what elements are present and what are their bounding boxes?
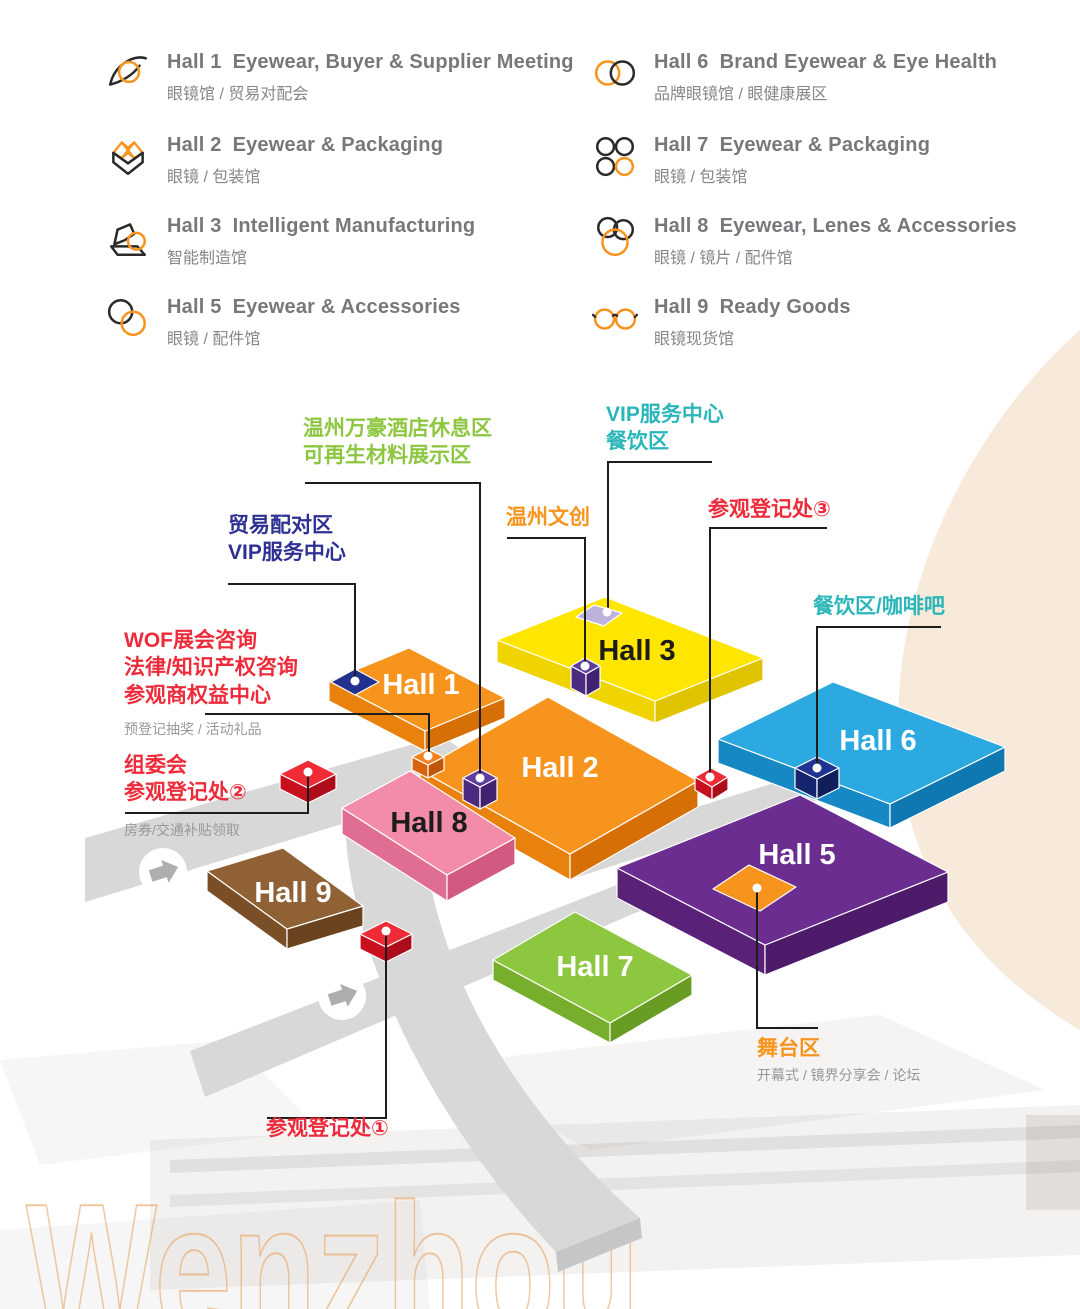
road-end-cap xyxy=(556,1218,642,1272)
hall-3-label: Hall 3 xyxy=(598,635,675,667)
leader-marriott xyxy=(305,482,481,776)
background-photo xyxy=(0,1015,1080,1309)
callout-sub-label: 房券/交通补贴领取 xyxy=(124,821,240,838)
callout-vip-service-catering: VIP服务中心 餐饮区 xyxy=(606,403,724,454)
overlap-circles-icon xyxy=(594,60,636,86)
legend-subtitle: 智能制造馆 xyxy=(167,250,248,267)
legend-subtitle: 眼镜 / 镜片 / 配件馆 xyxy=(654,250,793,267)
leader-registration-3 xyxy=(709,527,827,775)
callout-wof-consulting: WOF展会咨询 法律/知识产权咨询 参观商权益中心 预登记抽奖 / 活动礼品 xyxy=(124,629,298,737)
hall-2-label: Hall 2 xyxy=(521,752,598,784)
road-arrow-2 xyxy=(318,972,366,1020)
callout-registration-1: 参观登记处① xyxy=(266,1117,389,1140)
callout-committee-registration-2: 组委会 参观登记处② 房券/交通补贴领取 xyxy=(124,754,247,838)
hall-6-block: Hall 6 xyxy=(717,681,1006,829)
leader-stage xyxy=(756,890,818,1029)
eye-icon xyxy=(108,56,148,86)
road-main xyxy=(345,812,640,1252)
ready-glasses-icon xyxy=(592,308,638,330)
leader-trade-matching xyxy=(228,583,356,678)
hall-7-block: Hall 7 xyxy=(492,911,693,1044)
three-circles-icon xyxy=(597,216,635,257)
two-circles-icon xyxy=(107,298,146,336)
four-circles-icon xyxy=(595,136,635,177)
hall-8-label: Hall 8 xyxy=(390,807,467,839)
hall-1-label: Hall 1 xyxy=(382,669,459,701)
leader-committee xyxy=(125,776,309,814)
hall-9-block: Hall 9 xyxy=(206,847,364,950)
road-west xyxy=(85,736,500,902)
hall-5-label: Hall 5 xyxy=(758,839,835,871)
leader-lines xyxy=(125,461,941,1119)
hall-5-block: Hall 5 xyxy=(616,794,949,976)
road-arrow-1 xyxy=(139,848,187,896)
leader-wof xyxy=(205,713,430,754)
callout-catering-coffee-bar: 餐饮区/咖啡吧 xyxy=(813,595,945,618)
callout-sub-label: 开幕式 / 镜界分享会 / 论坛 xyxy=(757,1067,921,1084)
legend-subtitle: 眼镜 / 配件馆 xyxy=(167,331,261,348)
hall-8-block: Hall 8 xyxy=(341,770,516,902)
tan-swoosh xyxy=(898,330,1080,1030)
callout-stage-area: 舞台区 开幕式 / 镜界分享会 / 论坛 xyxy=(757,1037,921,1084)
legend-subtitle: 眼镜现货馆 xyxy=(654,331,735,348)
hall-9-label: Hall 9 xyxy=(254,877,331,909)
registration-1-marker xyxy=(359,920,413,963)
callout-wenzhou-cultural: 温州文创 xyxy=(506,506,590,529)
leader-cultural xyxy=(507,537,586,664)
open-box-icon xyxy=(112,141,144,176)
callout-marriott-lounge: 温州万豪酒店休息区 可再生材料展示区 xyxy=(303,417,492,468)
legend-subtitle: 眼镜馆 / 贸易对配会 xyxy=(167,86,309,103)
legend-subtitle: 品牌眼镜馆 / 眼健康展区 xyxy=(654,86,828,103)
machine-icon xyxy=(110,223,146,257)
legend-subtitle: 眼镜 / 包装馆 xyxy=(167,169,261,186)
hall-7-label: Hall 7 xyxy=(556,951,633,983)
callout-registration-3: 参观登记处③ xyxy=(708,498,831,521)
leader-registration-1 xyxy=(267,933,387,1119)
leader-vip-catering xyxy=(607,461,712,610)
callout-sub-label: 预登记抽奖 / 活动礼品 xyxy=(124,720,262,737)
hall-6-label: Hall 6 xyxy=(839,725,916,757)
legend-subtitle: 眼镜 / 包装馆 xyxy=(654,169,748,186)
leader-coffee xyxy=(816,626,941,766)
callout-trade-matching-vip: 贸易配对区 VIP服务中心 xyxy=(228,514,346,565)
